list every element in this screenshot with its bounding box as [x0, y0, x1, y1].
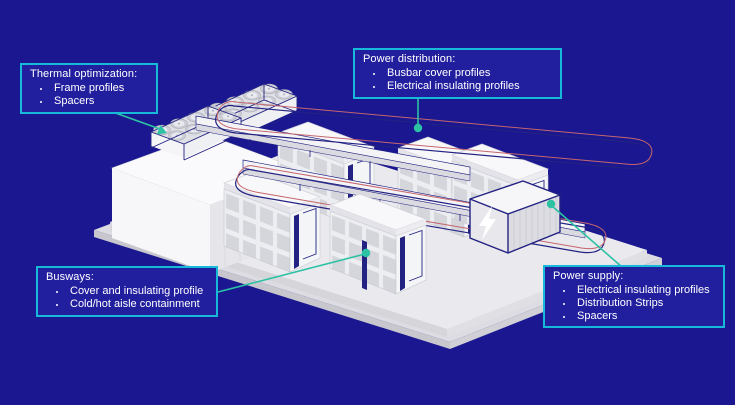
connector-dot-power-distribution — [413, 123, 423, 133]
callout-list: Electrical insulating profiles Distribut… — [553, 284, 715, 323]
callout-list: Frame profiles Spacers — [30, 82, 148, 108]
callout-title: Power distribution: — [363, 53, 456, 65]
callout-busways: Busways: Cover and insulating profile Co… — [36, 266, 218, 317]
connector-dot-busways — [361, 248, 371, 258]
callout-item: Cover and insulating profile — [67, 285, 208, 298]
lightning-bolt-icon — [479, 206, 496, 240]
callout-list: Cover and insulating profile Cold/hot ai… — [46, 285, 208, 311]
busway-beam-upper — [195, 115, 471, 182]
busbar-loop-upper — [215, 101, 653, 170]
callout-item: Spacers — [51, 95, 148, 108]
callout-title: Thermal optimization: — [30, 68, 138, 80]
callout-title: Busways: — [46, 271, 94, 283]
callout-thermal-optimization: Thermal optimization: Frame profiles Spa… — [20, 63, 158, 114]
callout-item: Frame profiles — [51, 82, 148, 95]
connector-line-power-supply — [551, 205, 623, 268]
connector-dot-power-supply — [546, 199, 556, 209]
callout-item: Busbar cover profiles — [384, 67, 552, 80]
power-supply-unit — [469, 180, 561, 254]
callout-item: Electrical insulating profiles — [384, 80, 552, 93]
callout-title: Power supply: — [553, 270, 624, 282]
callout-item: Distribution Strips — [574, 297, 715, 310]
callout-item: Cold/hot aisle containment — [67, 298, 208, 311]
busbar-loop-lower — [235, 165, 607, 254]
callout-power-supply: Power supply: Electrical insulating prof… — [543, 265, 725, 329]
callout-power-distribution: Power distribution: Busbar cover profile… — [353, 48, 562, 99]
connector-line-busways — [217, 253, 366, 293]
callout-item: Spacers — [574, 310, 715, 323]
aisle-containment-door — [362, 240, 367, 290]
callout-list: Busbar cover profiles Electrical insulat… — [363, 67, 552, 93]
callout-item: Electrical insulating profiles — [574, 284, 715, 297]
connector-arrow-thermal — [156, 125, 167, 135]
